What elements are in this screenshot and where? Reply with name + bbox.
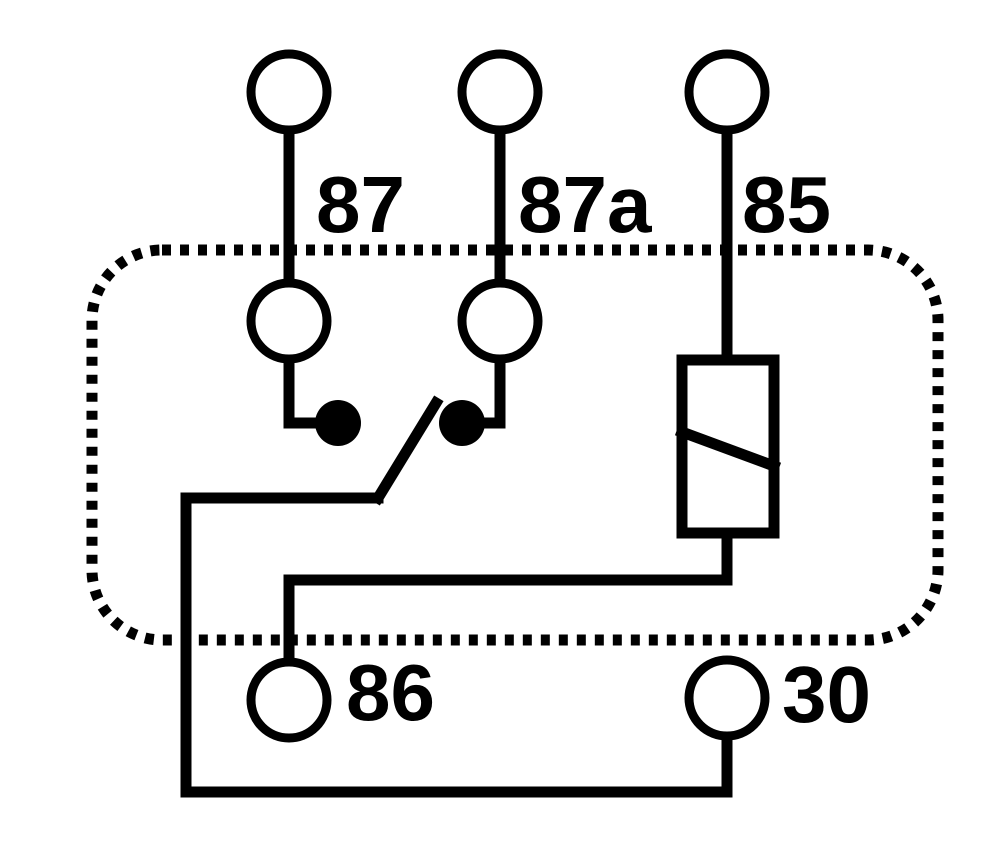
terminal-87a-outer	[457, 49, 543, 135]
contact-dot-87	[315, 400, 361, 446]
terminal-30	[684, 655, 770, 741]
terminal-86	[246, 657, 332, 743]
label-pin-87a: 87a	[518, 160, 652, 249]
wire-switch-to-pin-30	[180, 492, 733, 798]
relay-housing-outline	[86, 244, 944, 646]
terminal-85	[684, 49, 770, 135]
wire-coil-to-pin-86	[283, 527, 733, 669]
terminal-87-inner	[246, 278, 332, 364]
label-pin-86: 86	[346, 648, 435, 737]
terminal-87-outer	[246, 49, 332, 135]
terminal-87a-inner	[457, 278, 543, 364]
label-pin-30: 30	[782, 650, 871, 739]
label-pin-85: 85	[742, 160, 831, 249]
coil-winding-mark	[674, 424, 782, 474]
label-pin-87: 87	[316, 160, 405, 249]
contact-dot-87a	[439, 400, 485, 446]
switch-arm	[370, 395, 444, 506]
